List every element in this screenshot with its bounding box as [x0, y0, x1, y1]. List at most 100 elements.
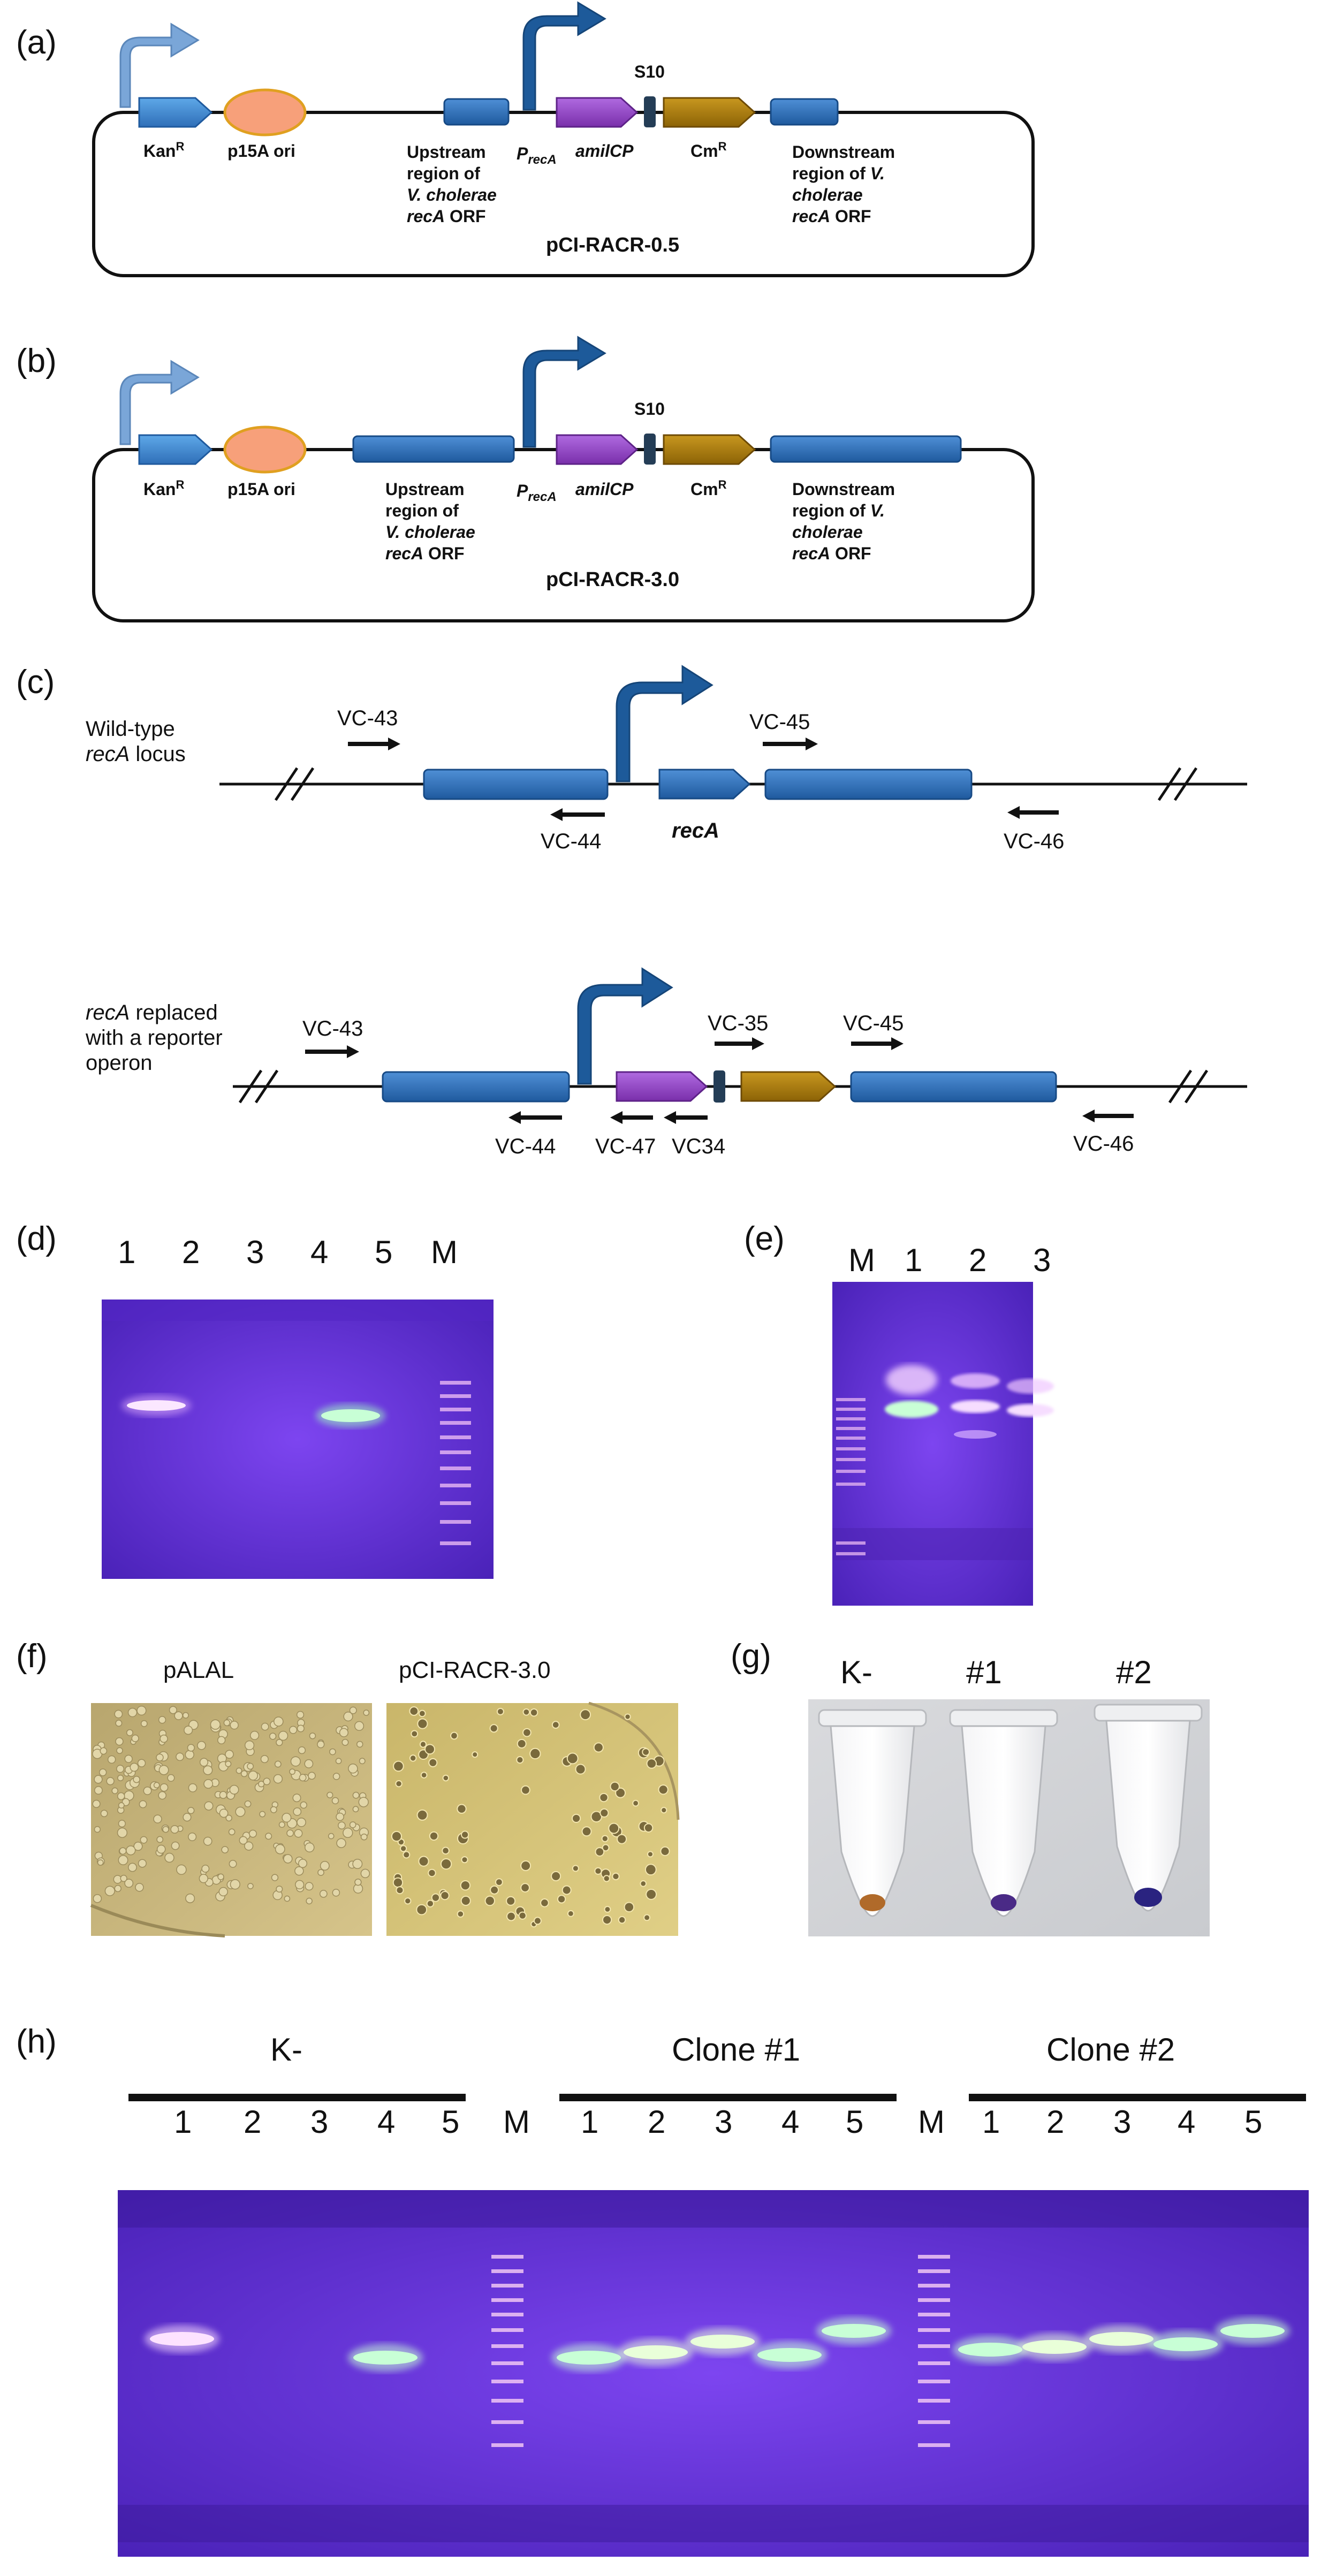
gel-h-band — [557, 2351, 621, 2365]
kan-gene-b — [138, 434, 213, 465]
colony — [309, 1732, 316, 1739]
downstream-label-a: Downstream — [792, 142, 895, 162]
group-label-k: K- — [270, 2032, 302, 2068]
panel-d: (d) 1 2 3 4 5 M — [16, 1220, 494, 1579]
colony — [529, 1747, 541, 1760]
colony — [593, 1742, 604, 1753]
colony — [411, 1730, 419, 1738]
colony — [352, 1791, 360, 1799]
s10-rbs-a — [644, 96, 656, 127]
rep-promoter-arrow — [577, 967, 673, 1085]
colony — [602, 1844, 610, 1852]
rep-amilcp-gene — [616, 1071, 708, 1102]
colony — [278, 1730, 289, 1741]
gel-h-lane-7: 1 — [581, 2104, 598, 2140]
colony — [244, 1800, 252, 1807]
colony — [219, 1808, 229, 1818]
colony — [561, 1885, 572, 1895]
colony — [188, 1832, 197, 1841]
colony — [442, 1846, 450, 1855]
rep-title-1: recA replaced — [86, 1001, 218, 1024]
wt-primer-vc45-label: VC-45 — [749, 710, 810, 734]
colony — [640, 1880, 647, 1887]
kan-label-a: KanR — [143, 140, 184, 161]
colony — [319, 1890, 328, 1898]
colony — [624, 1902, 635, 1912]
tube-k-pellet — [860, 1894, 885, 1911]
wt-primer-vc46-label: VC-46 — [1004, 830, 1064, 853]
colony — [404, 1897, 412, 1905]
colony — [658, 1784, 669, 1795]
colony — [396, 1886, 404, 1895]
colony — [104, 1886, 115, 1896]
upstream-label-b-1: Upstream — [385, 480, 465, 499]
gel-h-lane-14: 2 — [1046, 2104, 1064, 2140]
colony — [304, 1759, 314, 1768]
colony — [660, 1846, 670, 1856]
colony — [217, 1736, 226, 1745]
colony — [450, 1731, 458, 1740]
colony — [263, 1777, 271, 1785]
colony — [217, 1873, 224, 1880]
colony — [140, 1720, 148, 1727]
tube-label-1: #1 — [966, 1654, 1002, 1690]
panel-f-label: (f) — [16, 1638, 48, 1675]
colony — [292, 1794, 301, 1803]
rep-upstream-block — [382, 1071, 570, 1103]
colony — [308, 1772, 316, 1780]
recA-promoter-arrow-b — [522, 336, 606, 448]
panel-a: (a) KanR p15A ori Upstream region of V. … — [16, 1, 1035, 277]
colony — [185, 1750, 194, 1760]
colony — [164, 1852, 174, 1863]
downstream-label-a-line4: recA ORF — [792, 207, 871, 226]
gel-d-lane-5: 5 — [375, 1234, 392, 1270]
colony — [247, 1883, 254, 1889]
colony — [533, 1917, 542, 1925]
colony — [270, 1806, 277, 1813]
colony — [153, 1782, 160, 1789]
colony — [131, 1734, 139, 1743]
cm-gene-b — [663, 434, 756, 465]
colony — [495, 1878, 503, 1886]
group-bar-clone1 — [559, 2094, 897, 2101]
gel-h-bottom-wells — [118, 2505, 1309, 2542]
rep-primer-vc43-label: VC-43 — [302, 1017, 363, 1040]
colony — [203, 1779, 214, 1789]
colony — [158, 1765, 169, 1775]
rep-title-3: operon — [86, 1051, 153, 1075]
colony — [259, 1811, 266, 1818]
gel-h-band — [1153, 2337, 1218, 2351]
downstream-label-b-1: Downstream — [792, 480, 895, 499]
colony — [460, 1880, 471, 1891]
wt-break-left-1 — [274, 767, 299, 801]
colony — [199, 1874, 208, 1883]
rep-break-left-2 — [254, 1069, 279, 1104]
colony — [518, 1911, 527, 1920]
amilcp-label-b: amilCP — [575, 480, 634, 499]
colony — [114, 1709, 123, 1719]
colony — [158, 1716, 166, 1724]
colony — [135, 1883, 144, 1892]
colony — [239, 1836, 248, 1845]
colony — [572, 1813, 581, 1823]
tube-label-2: #2 — [1116, 1654, 1152, 1690]
upstream-region-a — [443, 98, 510, 126]
rep-primer-vc45: VC-45 — [843, 1012, 904, 1050]
tube-label-k: K- — [840, 1654, 872, 1690]
colony — [283, 1854, 293, 1864]
colony — [221, 1846, 229, 1853]
gel-h-band — [958, 2343, 1022, 2357]
wt-break-right-2 — [1173, 767, 1198, 801]
colony — [557, 1895, 566, 1904]
gel-h-top-wells — [118, 2190, 1309, 2228]
gel-h-band — [690, 2335, 755, 2349]
rep-primer-vc34-label: VC34 — [672, 1135, 725, 1158]
colony — [354, 1721, 365, 1731]
colony — [431, 1893, 441, 1902]
kan-gene-a — [138, 97, 213, 128]
colony — [162, 1826, 169, 1833]
rep-primer-vc46-label: VC-46 — [1073, 1132, 1134, 1156]
colony — [124, 1754, 133, 1763]
rep-primer-vc46: VC-46 — [1073, 1110, 1134, 1156]
colony — [116, 1747, 123, 1754]
